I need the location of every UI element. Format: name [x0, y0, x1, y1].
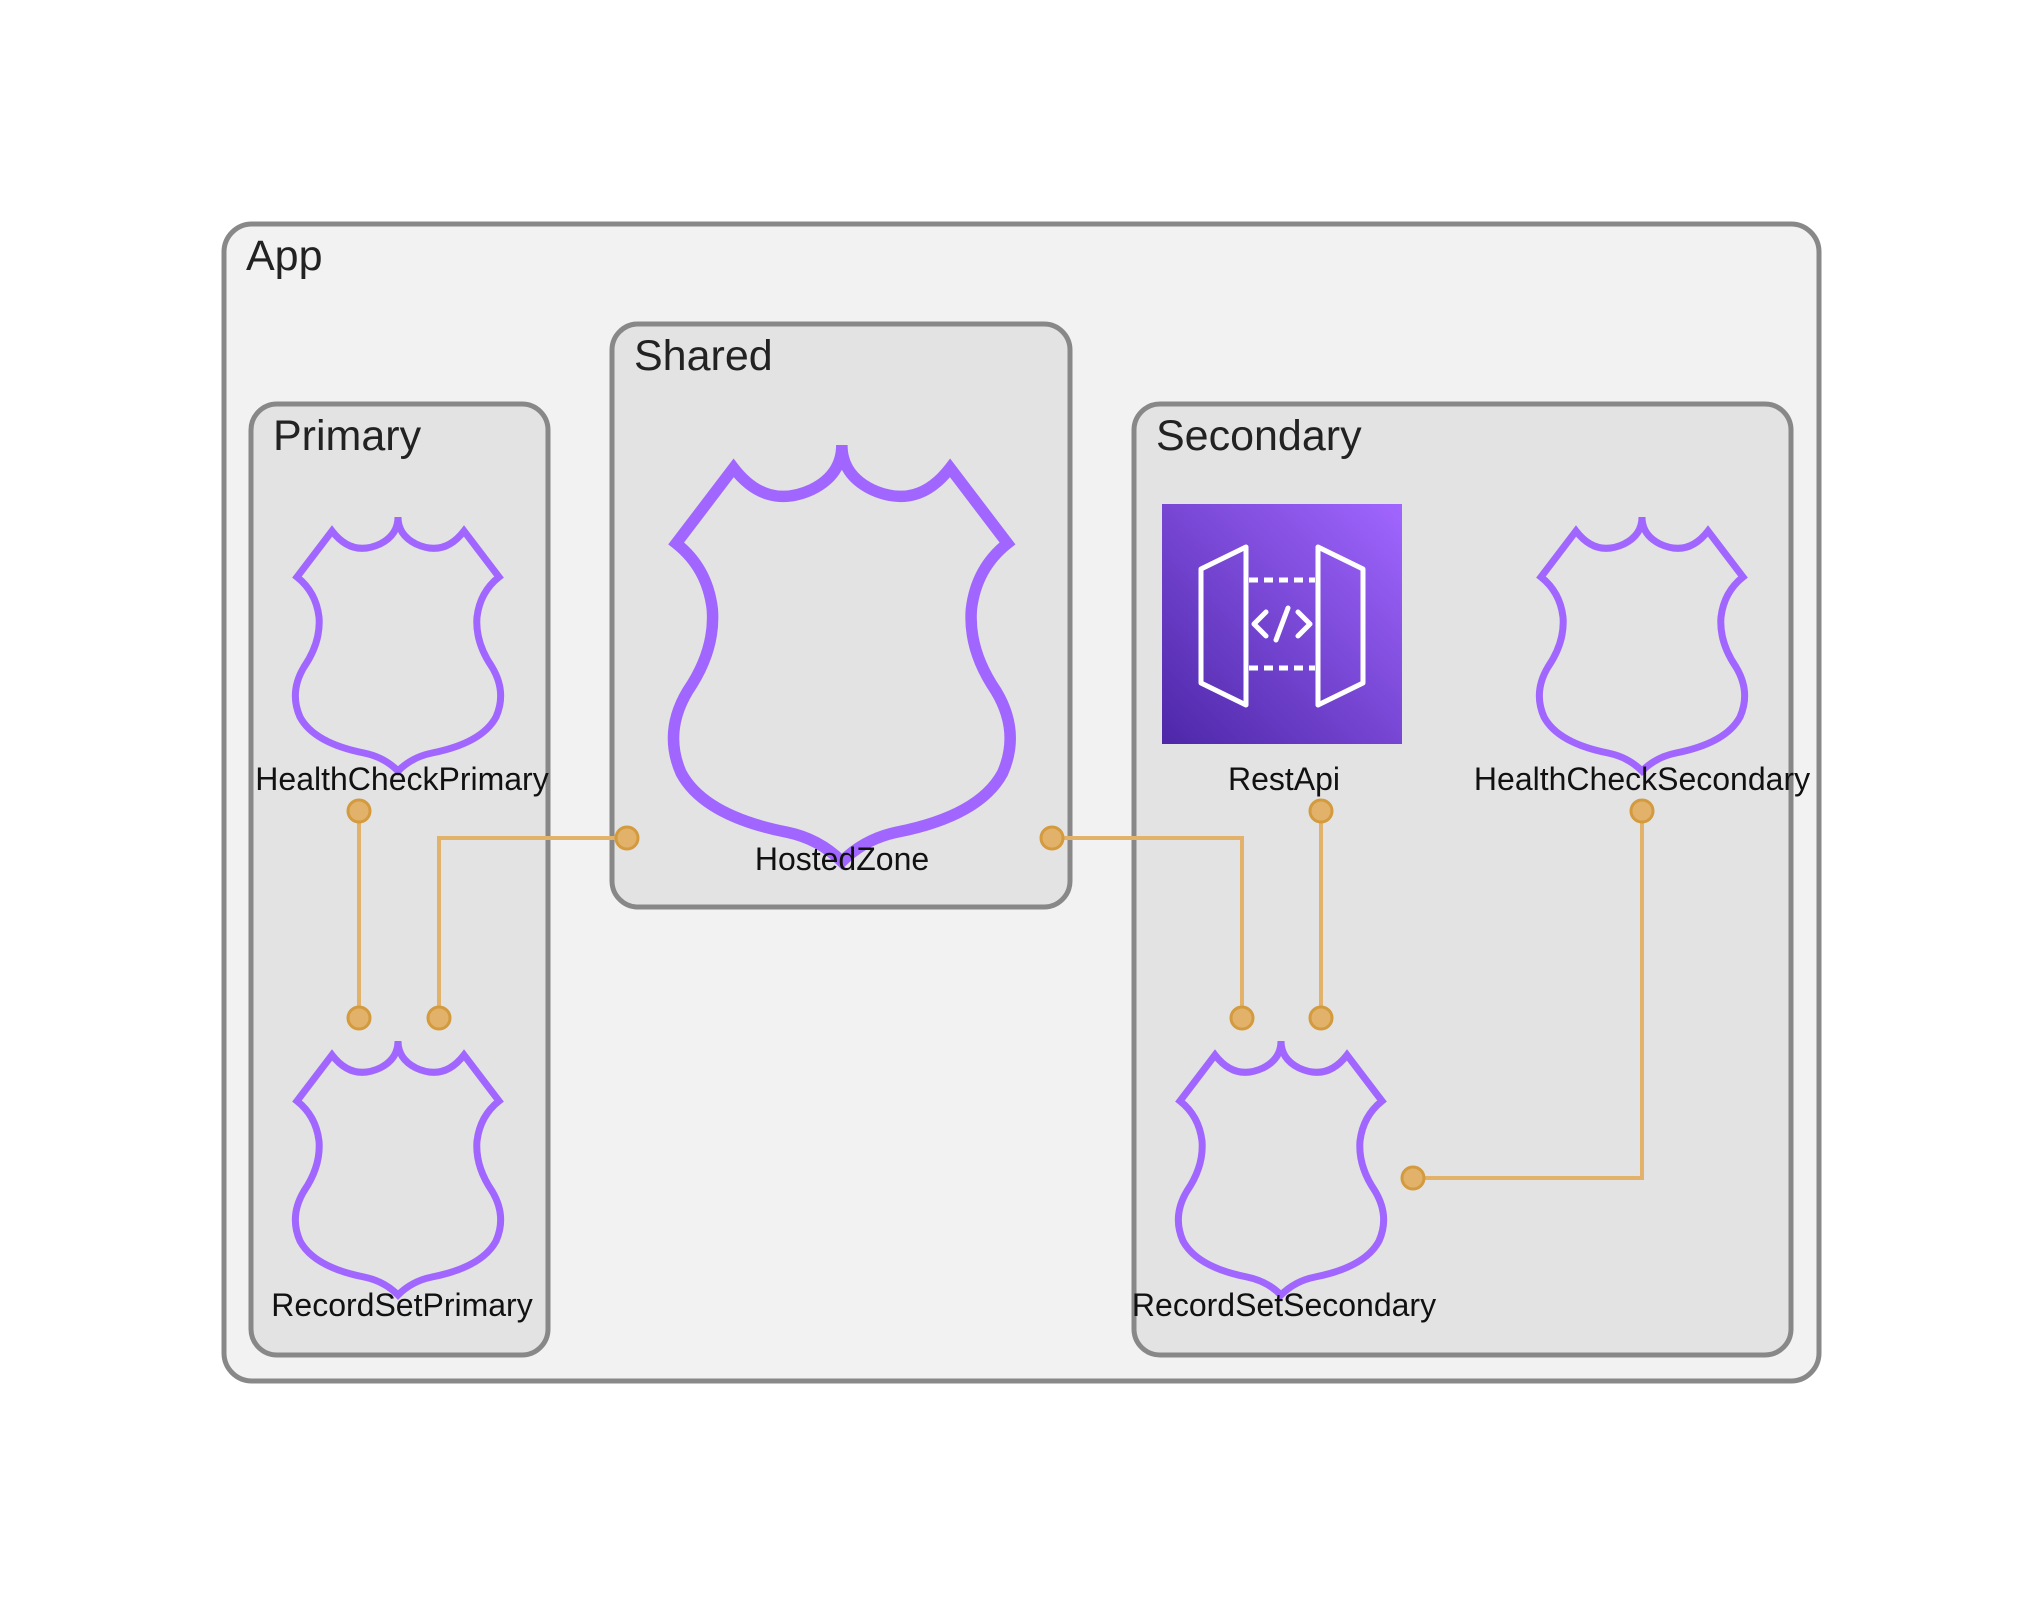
port-recordsetsecondary-in-2	[1308, 1005, 1334, 1031]
edges	[346, 798, 1655, 1191]
node-label: RestApi	[1228, 761, 1340, 797]
node-label: HealthCheckSecondary	[1474, 761, 1810, 797]
port-recordsetsecondary-in-3	[1400, 1165, 1426, 1191]
api-gateway-icon	[1162, 504, 1402, 744]
port-recordsetprimary-in-2	[426, 1005, 452, 1031]
shared-group-title: Shared	[634, 332, 773, 380]
shared-group: Shared	[609, 321, 1073, 910]
node-record-set-secondary[interactable]: RecordSetSecondary	[1132, 1041, 1436, 1323]
node-hosted-zone[interactable]: HostedZone	[673, 445, 1010, 877]
port-restapi-out	[1308, 798, 1334, 824]
port-hostedzone-out-left	[614, 825, 640, 851]
node-label: HostedZone	[755, 841, 929, 877]
node-label: RecordSetPrimary	[271, 1287, 532, 1323]
port-healthcheckprimary-out	[346, 798, 372, 824]
edge-hostedzone-recordsetsecondary	[1052, 836, 1244, 1018]
edge-healthchecksecondary-recordsetsecondary	[1413, 811, 1644, 1180]
node-health-check-secondary[interactable]: HealthCheckSecondary	[1474, 517, 1810, 797]
primary-group: Primary	[248, 401, 551, 1358]
port-recordsetsecondary-in-1	[1229, 1005, 1255, 1031]
port-recordsetprimary-in-1	[346, 1005, 372, 1031]
primary-group-title: Primary	[273, 412, 422, 460]
port-healthchecksecondary-out	[1629, 798, 1655, 824]
node-label: RecordSetSecondary	[1132, 1287, 1436, 1323]
app-group-title: App	[246, 232, 323, 280]
node-health-check-primary[interactable]: HealthCheckPrimary	[255, 517, 549, 797]
secondary-group-title: Secondary	[1156, 412, 1362, 460]
port-hostedzone-out-right	[1039, 825, 1065, 851]
node-record-set-primary[interactable]: RecordSetPrimary	[271, 1041, 533, 1323]
node-label: HealthCheckPrimary	[255, 761, 548, 797]
edge-hostedzone-recordsetprimary	[437, 836, 627, 1018]
node-rest-api[interactable]: RestApi	[1162, 504, 1402, 797]
